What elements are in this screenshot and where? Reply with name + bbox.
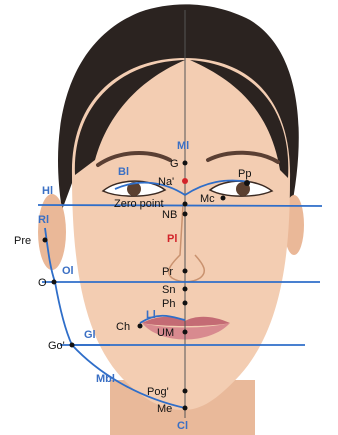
label-nb: NB: [162, 209, 177, 221]
label-pl: Pl: [167, 233, 177, 245]
label-hl: Hl: [42, 185, 53, 197]
label-gl: Gl: [84, 329, 96, 341]
point-go: [70, 343, 75, 348]
label-pog: Pog': [147, 386, 169, 398]
point-sn: [183, 287, 188, 292]
label-go: Go': [48, 340, 65, 352]
point-pog: [183, 389, 188, 394]
label-sn: Sn: [162, 284, 175, 296]
label-bl: Bl: [118, 166, 129, 178]
label-cl: Cl: [177, 420, 188, 432]
point-ph: [183, 301, 188, 306]
point-na: [182, 178, 188, 184]
point-pp: [244, 180, 250, 186]
label-rl: Rl: [38, 214, 49, 226]
label-ll: Ll: [146, 309, 156, 321]
label-zero: Zero point: [114, 198, 164, 210]
point-o: [52, 280, 57, 285]
point-g: [183, 161, 188, 166]
point-nb: [183, 212, 188, 217]
label-mc: Mc: [200, 193, 215, 205]
label-pr: Pr: [162, 266, 173, 278]
label-mbl: Mbl: [96, 373, 115, 385]
label-pre: Pre: [14, 235, 31, 247]
label-pp: Pp: [238, 168, 251, 180]
label-na: Na': [158, 176, 174, 188]
label-ml: Ml: [177, 140, 189, 152]
point-pr: [183, 269, 188, 274]
label-me: Me: [157, 403, 172, 415]
label-um: UM: [157, 327, 174, 339]
line-hl: [38, 205, 322, 206]
label-g: G: [170, 158, 179, 170]
point-mc: [221, 196, 226, 201]
point-me: [183, 406, 188, 411]
label-ph: Ph: [162, 298, 175, 310]
point-ch: [138, 324, 143, 329]
point-zero: [183, 202, 188, 207]
label-ol: Ol: [62, 265, 74, 277]
point-pre: [43, 238, 48, 243]
label-ch: Ch: [116, 321, 130, 333]
label-o: O: [38, 277, 47, 289]
point-um: [183, 330, 188, 335]
